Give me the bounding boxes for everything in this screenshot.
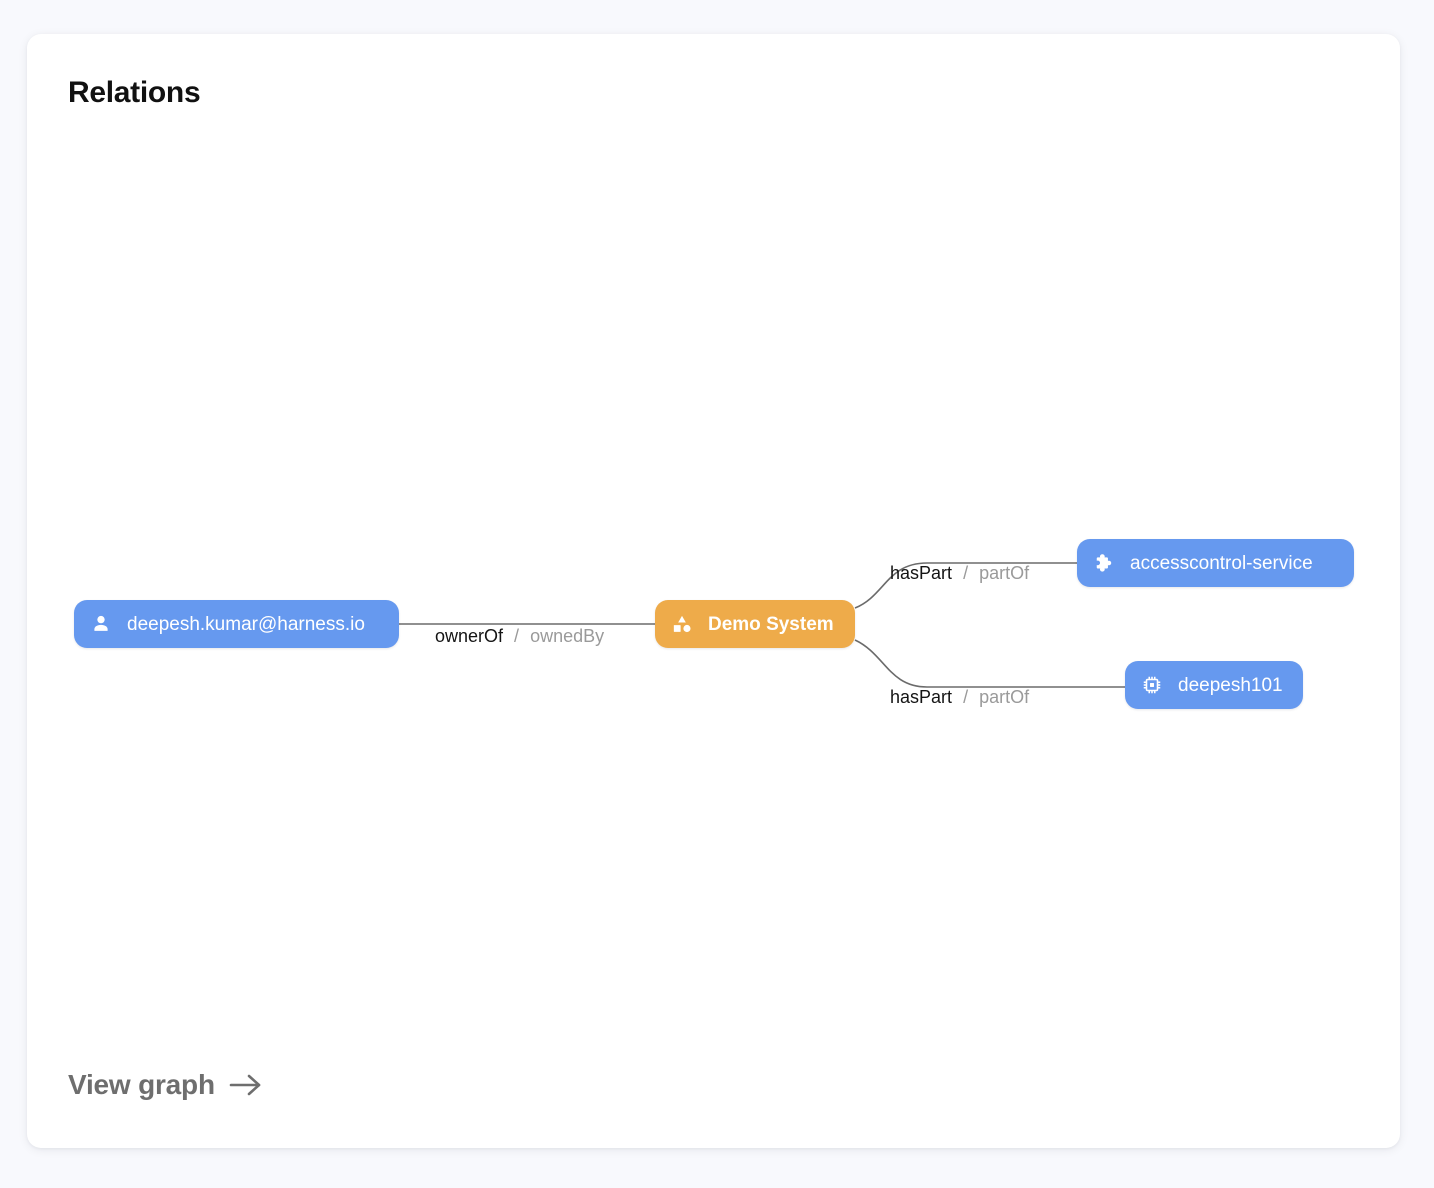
graph-node-accesscontrol-service[interactable]: accesscontrol-service — [1077, 539, 1354, 587]
graph-node-system[interactable]: Demo System — [655, 600, 855, 648]
relation-separator: / — [963, 563, 969, 583]
edge-label-owner: ownerOf / ownedBy — [435, 625, 604, 647]
cpu-chip-icon — [1141, 674, 1163, 696]
puzzle-piece-icon — [1093, 552, 1115, 574]
relation-reverse: ownedBy — [530, 626, 605, 646]
relation-reverse: partOf — [979, 563, 1030, 583]
relation-separator: / — [963, 687, 969, 707]
relation-separator: / — [514, 626, 520, 646]
arrow-right-icon — [229, 1072, 263, 1098]
relation-forward: hasPart — [890, 687, 953, 707]
graph-node-label: deepesh.kumar@harness.io — [127, 613, 365, 635]
page-title: Relations — [68, 76, 201, 109]
edge-label-haspart-accesscontrol: hasPart / partOf — [890, 562, 1029, 584]
graph-node-label: Demo System — [708, 613, 834, 635]
graph-node-label: deepesh101 — [1178, 674, 1283, 696]
graph-node-label: accesscontrol-service — [1130, 552, 1313, 574]
edge-label-haspart-deepesh101: hasPart / partOf — [890, 686, 1029, 708]
category-shapes-icon — [671, 613, 693, 635]
view-graph-link[interactable]: View graph — [68, 1069, 263, 1101]
relation-reverse: partOf — [979, 687, 1030, 707]
person-icon — [90, 613, 112, 635]
relation-forward: ownerOf — [435, 626, 504, 646]
edge-system-deepesh101 — [854, 639, 1125, 688]
graph-node-deepesh101[interactable]: deepesh101 — [1125, 661, 1303, 709]
relation-forward: hasPart — [890, 563, 953, 583]
graph-node-user[interactable]: deepesh.kumar@harness.io — [74, 600, 399, 648]
relations-graph-canvas[interactable]: deepesh.kumar@harness.io Demo System — [27, 130, 1400, 1060]
view-graph-label: View graph — [68, 1069, 215, 1100]
graph-edges — [399, 562, 1125, 688]
relations-card: Relations deepesh.kumar@harness.io — [27, 34, 1400, 1148]
